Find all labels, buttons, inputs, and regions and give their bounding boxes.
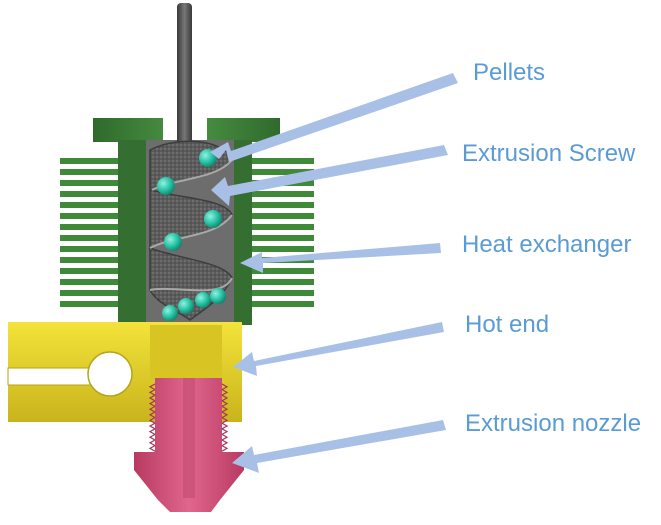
hot-end-hole (87, 351, 133, 397)
pellet (164, 233, 182, 251)
nozzle-thread (148, 400, 229, 407)
nozzle-thread (148, 405, 229, 413)
label-extrusion-screw: Extrusion Screw (462, 140, 636, 167)
extrusion-nozzle (134, 378, 244, 512)
heat-exchanger-fin (252, 224, 314, 230)
heat-exchanger-fin (60, 268, 118, 274)
pellet (195, 292, 211, 308)
heat-exchanger-fin (60, 180, 118, 186)
heat-exchanger-fin (60, 246, 118, 252)
arrow-hot-end (233, 322, 444, 376)
heat-exchanger-fin (60, 169, 118, 175)
heat-exchanger-fin (60, 224, 118, 230)
screw-shaft (177, 3, 192, 163)
nozzle-thread (148, 411, 229, 419)
hot-end (7, 322, 242, 422)
heat-exchanger-fin (60, 257, 118, 263)
nozzle-thread (148, 422, 229, 430)
nozzle-thread (148, 445, 229, 452)
arrow-extrusion-screw (211, 145, 448, 206)
nozzle-thread (148, 439, 229, 447)
heat-exchanger-fin (252, 279, 314, 285)
arrow-extrusion-nozzle (232, 420, 446, 473)
heat-exchanger-fin (60, 158, 118, 164)
heat-exchanger-fin (60, 301, 118, 307)
heat-exchanger-fins (60, 158, 314, 307)
heat-exchanger-fin (60, 213, 118, 219)
extrusion-screw (148, 3, 233, 321)
hot-end-channel (150, 325, 222, 380)
heat-exchanger-left-wall (118, 140, 146, 325)
arrow-pellets (210, 73, 458, 162)
nozzle-thread (148, 394, 229, 402)
heat-exchanger-fin (252, 290, 314, 296)
nozzle-bore (183, 378, 195, 498)
pellets (157, 149, 226, 321)
pellet (162, 305, 178, 321)
nozzle-thread (148, 433, 229, 441)
pellet (157, 177, 175, 195)
pellet (178, 298, 194, 314)
arrow-heat-exchanger (240, 243, 441, 273)
heat-exchanger-fin (60, 279, 118, 285)
nozzle-thread (148, 383, 229, 391)
heat-exchanger-right-wall (234, 140, 252, 325)
heat-exchanger-fin (60, 191, 118, 197)
heat-exchanger-fin (252, 235, 314, 241)
hot-end-slot (7, 367, 101, 386)
label-pellets: Pellets (473, 59, 546, 86)
pellet (210, 288, 226, 304)
heat-exchanger-fin (60, 290, 118, 296)
heat-exchanger-fin (252, 158, 314, 164)
nozzle-thread (148, 428, 229, 435)
nozzle-thread (148, 417, 229, 424)
callout-arrows (210, 73, 458, 473)
heat-exchanger-fin (252, 301, 314, 307)
label-extrusion-nozzle: Extrusion nozzle (465, 410, 642, 437)
heat-exchanger-fin (252, 202, 314, 208)
pellet (204, 210, 222, 228)
nozzle-threads (148, 383, 229, 452)
label-heat-exchanger: Heat exchanger (462, 231, 632, 258)
heat-exchanger-top (93, 118, 280, 142)
nozzle-thread (148, 389, 229, 396)
heat-exchanger-fin (252, 246, 314, 252)
heat-exchanger-fin (60, 202, 118, 208)
label-hot-end: Hot end (465, 311, 550, 338)
heat-exchanger-fin (252, 169, 314, 175)
heat-exchanger-fin (252, 213, 314, 219)
heat-exchanger-fin (60, 235, 118, 241)
heat-exchanger-fin (252, 268, 314, 274)
heat-exchanger-fin (252, 191, 314, 197)
